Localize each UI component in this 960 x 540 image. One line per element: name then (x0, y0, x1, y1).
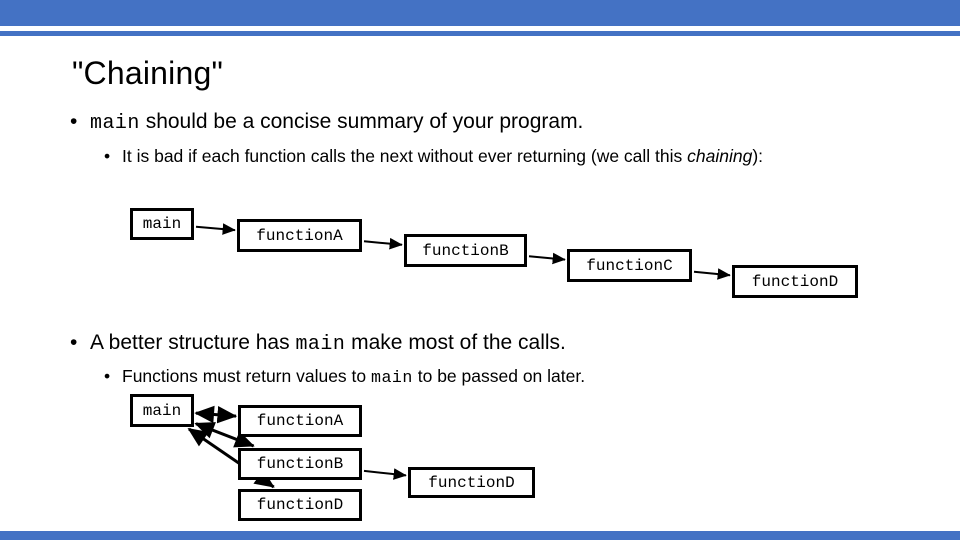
diagram-node-label: functionD (751, 272, 839, 291)
bullet-marker: • (104, 366, 111, 386)
diagram-node-label: functionA (256, 226, 343, 245)
top-accent-band (0, 0, 960, 26)
diagram-node-functiond[interactable]: functionD (732, 265, 858, 298)
diagram-node-label: main (142, 215, 182, 233)
bullet-marker: • (104, 146, 111, 166)
diagram-node-main[interactable]: main (130, 208, 194, 240)
bullet-marker: • (70, 331, 78, 354)
diagram-node-functiona[interactable]: functionA (237, 219, 362, 252)
diagram-node-functiona[interactable]: functionA (238, 405, 362, 437)
bullet-3-text-b: make most of the calls. (345, 331, 566, 354)
diagram-arrow-d1-funcC-to-d1-funcD (693, 268, 731, 280)
bullet-2-text-b: ): (752, 146, 764, 166)
bullet-marker: • (70, 110, 78, 133)
bullet-level2-2: • Functions must return values to main to… (104, 365, 864, 389)
bullet-2-emphasis: chaining (687, 146, 753, 166)
diagram-node-label: functionD (256, 496, 344, 514)
bottom-accent-band (0, 531, 960, 540)
bullet-level2-1: • It is bad if each function calls the ne… (104, 145, 864, 167)
bullet-1-text: should be a concise summary of your prog… (139, 110, 584, 133)
diagram-node-label: functionB (422, 241, 509, 260)
bullet-4-text-a: Functions must return values to (122, 366, 371, 386)
diagram-node-functiond[interactable]: functionD (408, 467, 535, 498)
diagram-node-label: functionB (256, 455, 344, 473)
top-accent-rule (0, 31, 960, 36)
diagram-node-functiond[interactable]: functionD (238, 489, 362, 521)
diagram-arrow-d2-funcB-to-d2-funcD2 (363, 468, 407, 480)
diagram-arrow-d2-main-to-d2-funcA (194, 405, 238, 424)
diagram-arrow-d1-main-to-d1-funcA (195, 223, 236, 235)
bullet-4-text-b: to be passed on later. (412, 366, 586, 386)
diagram-arrow-d1-funcB-to-d1-funcC (528, 252, 566, 265)
diagram-node-label: functionD (428, 473, 515, 492)
diagram-node-main[interactable]: main (130, 394, 194, 427)
bullet-level1-2: • A better structure has main make most o… (70, 329, 566, 357)
page-title: "Chaining" (72, 55, 224, 91)
bullet-level1-1: • main should be a concise summary of you… (70, 108, 583, 136)
diagram-node-label: main (142, 401, 182, 420)
bullet-1-code: main (90, 111, 140, 134)
diagram-node-functionc[interactable]: functionC (567, 249, 692, 282)
diagram-arrow-d1-funcA-to-d1-funcB (363, 237, 403, 250)
diagram-node-label: functionC (586, 256, 673, 275)
bullet-3-code: main (295, 332, 346, 355)
diagram-node-functionb[interactable]: functionB (238, 448, 362, 480)
bullet-2-text-a: It is bad if each function calls the nex… (122, 146, 688, 166)
diagram-node-functionb[interactable]: functionB (404, 234, 527, 267)
bullet-4-code: main (371, 368, 413, 387)
bullet-3-text-a: A better structure has (90, 331, 296, 354)
diagram-node-label: functionA (256, 412, 344, 430)
